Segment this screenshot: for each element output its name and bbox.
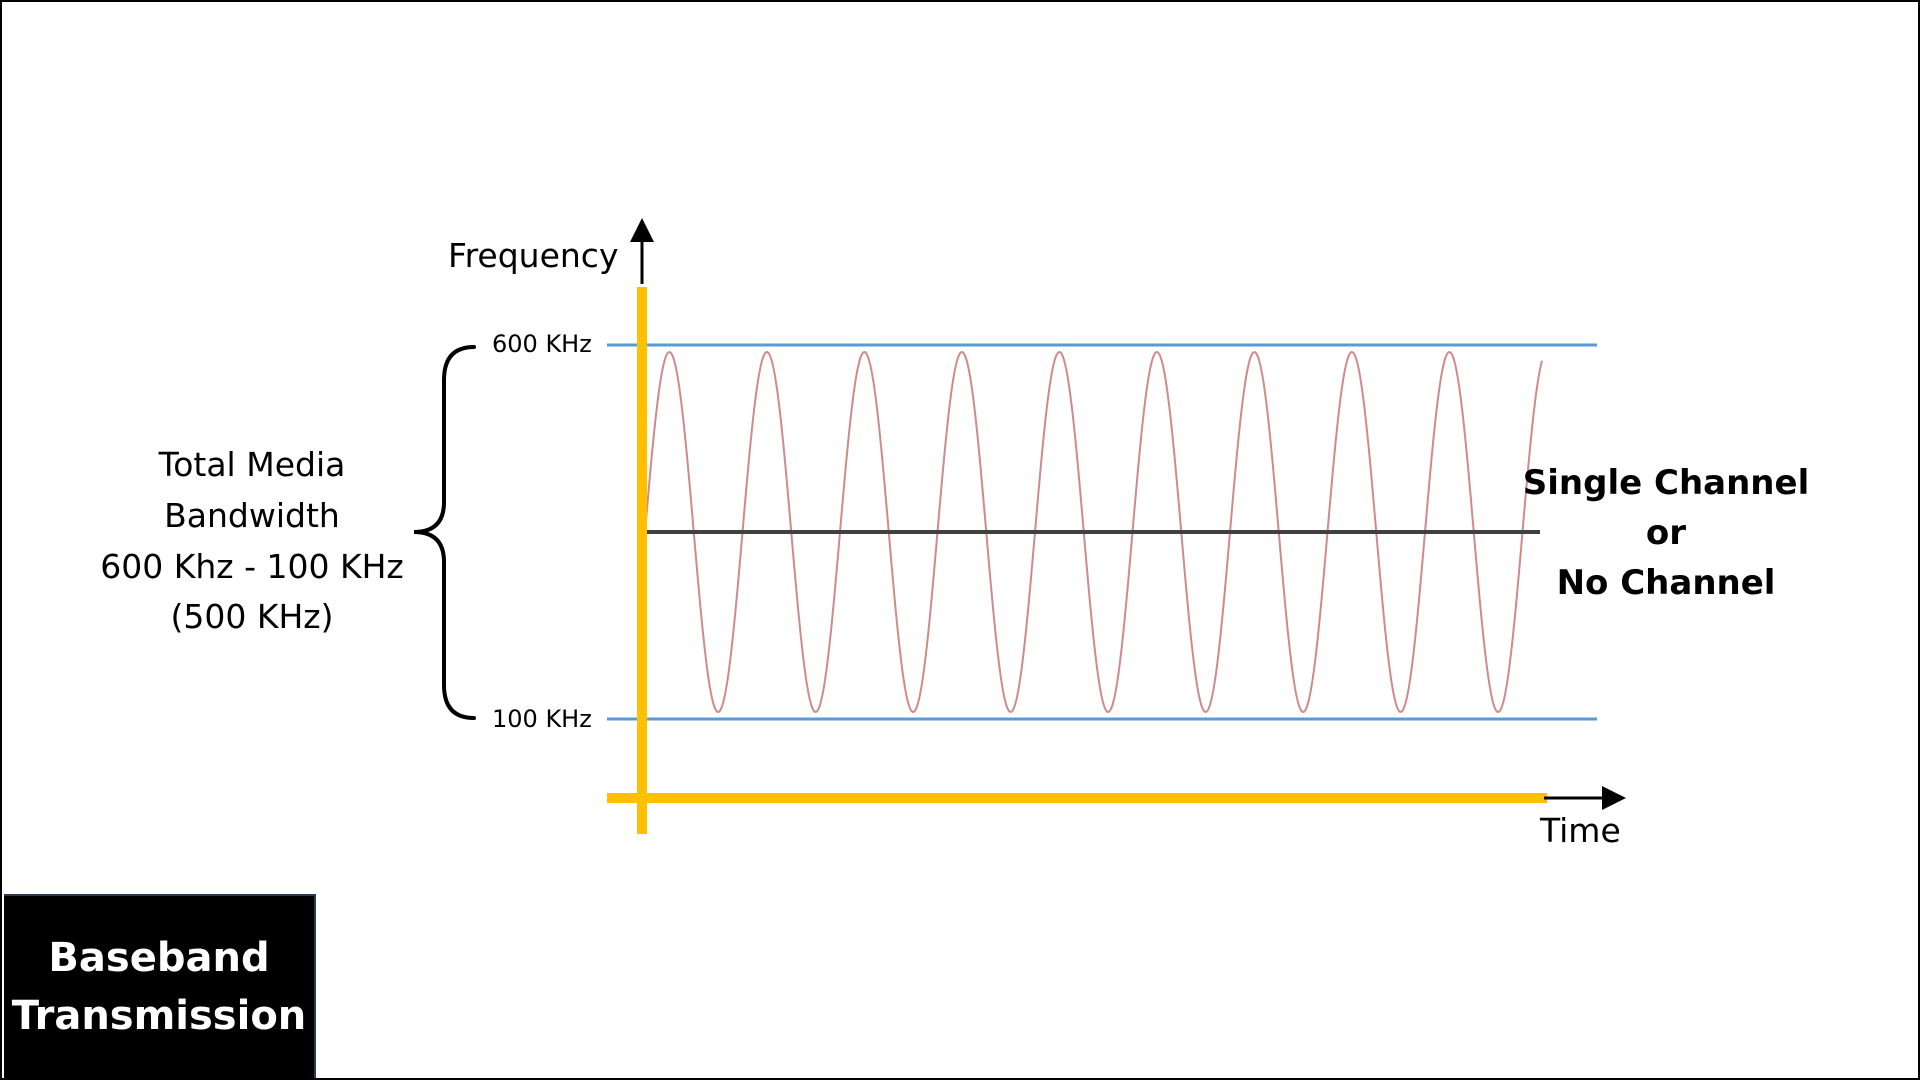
baseband-transmission-badge: Baseband Transmission (4, 894, 316, 1078)
x-axis-label: Time (1539, 811, 1621, 850)
bandwidth-line: 600 Khz - 100 KHz (100, 547, 404, 586)
badge-line-2: Transmission (11, 993, 307, 1039)
channel-text: Single Channel or No Channel (1523, 463, 1809, 603)
signal-wave (644, 350, 1543, 714)
channel-line: Single Channel (1523, 463, 1809, 503)
channel-line: No Channel (1557, 563, 1776, 603)
bandwidth-line: Total Media (158, 445, 346, 484)
y-axis-label: Frequency (448, 236, 618, 275)
channel-line: or (1646, 513, 1686, 553)
bandwidth-text: Total Media Bandwidth 600 Khz - 100 KHz … (100, 445, 404, 636)
bandwidth-brace (413, 345, 476, 720)
bandwidth-line: (500 KHz) (170, 597, 333, 636)
bandwidth-line: Bandwidth (164, 496, 340, 535)
upper-limit-label: 600 KHz (492, 330, 592, 358)
badge-line-1: Baseband (48, 935, 270, 981)
lower-limit-label: 100 KHz (492, 705, 592, 733)
